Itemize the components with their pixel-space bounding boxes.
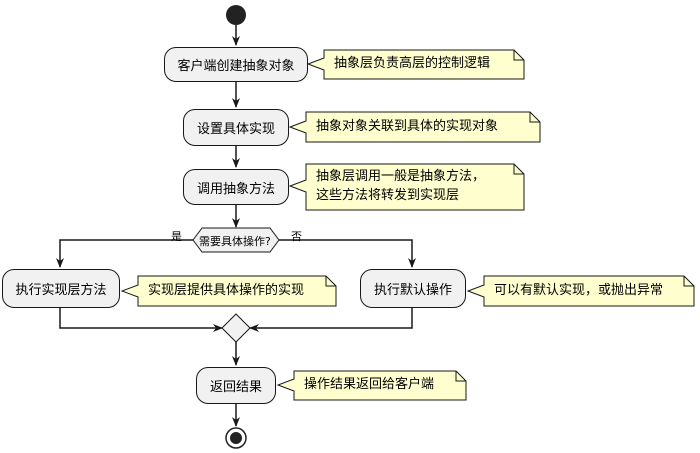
- edge-default-merge: [249, 308, 413, 332]
- merge-diamond: [221, 313, 251, 343]
- note-execute-default: 可以有默认实现，或抛出异常: [494, 283, 664, 298]
- activity-create-abstraction: 客户端创建抽象对象: [164, 47, 308, 82]
- note-shape-call: [288, 163, 525, 211]
- note-execute-implementation: 实现层提供具体操作的实现: [148, 283, 305, 298]
- activity-return-result: 返回结果: [196, 367, 276, 404]
- edge-yes-branch: [56, 239, 193, 268]
- decision-yes-label: 是: [171, 230, 182, 243]
- decision-no-label: 否: [291, 230, 302, 243]
- activity-set-implementation: 设置具体实现: [183, 109, 289, 146]
- note-call-method-line2: 这些方法将转发到实现层: [316, 188, 460, 203]
- note-shape-create: [306, 49, 525, 80]
- edge-impl-merge: [59, 308, 223, 332]
- start-node: [226, 5, 246, 25]
- note-shape-default: [466, 275, 695, 307]
- end-node-inner: [230, 432, 242, 444]
- activity-execute-implementation: 执行实现层方法: [2, 269, 120, 308]
- note-shape-impl: [120, 275, 337, 307]
- decision-question: 需要具体操作?: [199, 235, 271, 248]
- note-create: 抽象层负责高层的控制逻辑: [334, 56, 491, 71]
- note-return-result: 操作结果返回给客户端: [304, 377, 435, 392]
- activity-execute-default: 执行默认操作: [360, 269, 466, 308]
- activity-call-abstract-method: 调用抽象方法: [183, 169, 289, 205]
- note-set-implementation: 抽象对象关联到具体的实现对象: [316, 119, 499, 134]
- note-shape-return: [276, 370, 467, 401]
- note-call-method-line1: 抽象层调用一般是抽象方法，: [316, 169, 486, 184]
- note-shape-setimpl: [288, 111, 541, 143]
- edge-no-branch: [279, 239, 416, 268]
